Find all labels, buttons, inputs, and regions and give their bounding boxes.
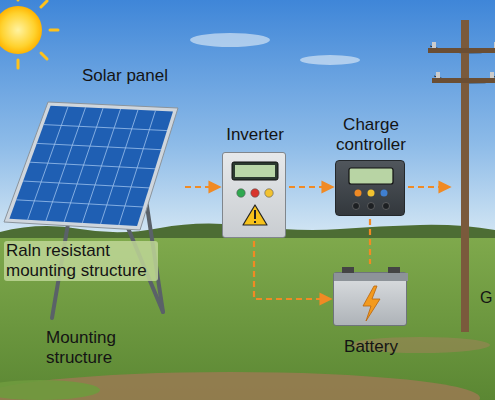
panel-grid <box>16 107 167 225</box>
warning-triangle <box>243 205 267 225</box>
lightning-bolt <box>363 286 380 321</box>
indicator-light <box>237 189 245 197</box>
battery-top <box>334 273 408 281</box>
control-button <box>368 203 375 210</box>
flow-arrow <box>369 219 371 264</box>
inverter-box: Inverter <box>222 152 286 238</box>
panel-frame <box>4 102 178 230</box>
battery-drawing <box>334 273 408 327</box>
battery-terminal <box>388 267 400 273</box>
sun <box>0 0 58 68</box>
insulator <box>432 42 436 48</box>
charge-controller-box: Charge controller <box>335 160 405 216</box>
display-screen <box>232 162 278 180</box>
indicator-light <box>265 189 273 197</box>
node-heading: Battery <box>344 337 398 357</box>
indicator-light <box>381 190 388 197</box>
panel-cells <box>9 106 173 226</box>
utility-pole: G <box>452 20 478 332</box>
node-heading: Inverter <box>226 125 284 145</box>
display-screen <box>349 168 393 184</box>
control-button <box>353 203 360 210</box>
battery-terminal <box>342 267 354 273</box>
part-label: Mounting structure <box>44 328 158 368</box>
control-button <box>383 203 390 210</box>
insulator <box>490 72 494 78</box>
node-heading: Charge controller <box>321 115 421 155</box>
cross-arm <box>428 48 495 53</box>
insulator <box>494 42 495 48</box>
flow-arrow <box>408 186 449 188</box>
node-heading: G <box>480 288 492 308</box>
flow-arrow <box>289 186 332 188</box>
flow-arrow <box>254 241 330 299</box>
utility-pole-drawing <box>452 20 478 332</box>
warning-mark <box>254 221 256 223</box>
battery: Battery <box>333 272 407 326</box>
warning-mark <box>254 210 256 219</box>
display-glow <box>235 165 275 177</box>
insulator <box>436 72 440 78</box>
cross-arm <box>432 78 495 83</box>
indicator-light <box>368 190 375 197</box>
indicator-light <box>355 190 362 197</box>
node-heading: Solar panel <box>82 66 168 86</box>
indicator-light <box>251 189 259 197</box>
solar-panel-drawing <box>0 98 182 234</box>
flow-arrow <box>185 186 219 188</box>
inverter-box-drawing <box>223 153 287 239</box>
part-label: Raln resistant mounting structure <box>4 241 158 281</box>
sky <box>0 0 495 240</box>
solar-panel: Solar panel <box>0 98 182 234</box>
pole-trunk <box>461 20 469 332</box>
clouds <box>190 33 360 65</box>
charge-controller-box-drawing <box>336 161 406 217</box>
